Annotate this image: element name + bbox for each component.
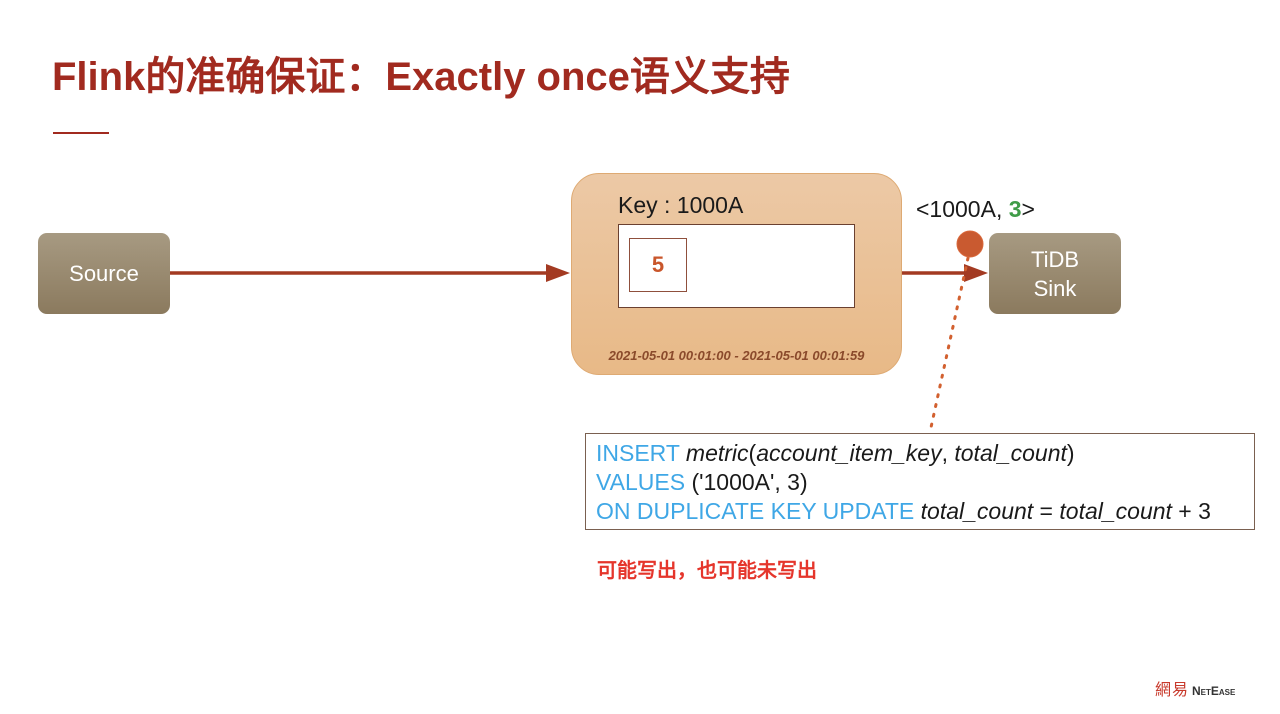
logo-cn: 網易 (1155, 682, 1190, 699)
sql-statement-box: INSERT metric(account_item_key, total_co… (585, 433, 1255, 530)
sql-keyword-insert: INSERT (596, 440, 680, 466)
tidb-sink-node: TiDB Sink (989, 233, 1121, 314)
arrow-right-icon (546, 264, 570, 282)
sql-separator: , (941, 440, 955, 466)
emitted-record: <1000A, 3> (916, 196, 1035, 223)
logo-en: NetEase (1192, 684, 1236, 698)
sql-values-tuple: ('1000A', 3) (685, 469, 808, 495)
sink-label-line2: Sink (1033, 275, 1077, 301)
sql-col-total-count: total_count (954, 440, 1067, 466)
source-label: Source (69, 261, 139, 286)
source-node: Source (38, 233, 170, 314)
sql-line-on-duplicate: ON DUPLICATE KEY UPDATE total_count = to… (596, 497, 1254, 526)
arrow-right-icon (964, 264, 988, 282)
write-uncertainty-note: 可能写出，也可能未写出 (597, 560, 817, 582)
sql-keyword-values: VALUES (596, 469, 686, 495)
record-prefix: <1000A, (916, 196, 1009, 222)
slide-title: Flink的准确保证：Exactly once语义支持 (52, 55, 790, 99)
record-suffix: > (1021, 196, 1035, 222)
sql-update-lhs: total_count (920, 498, 1034, 524)
sql-keyword-on-duplicate: ON DUPLICATE KEY UPDATE (596, 498, 915, 524)
window-count-value: 5 (651, 252, 665, 277)
sink-label-line1: TiDB (1030, 246, 1080, 272)
sql-table-name: metric (685, 440, 749, 466)
sql-line-values: VALUES ('1000A', 3) (596, 468, 1254, 497)
record-count: 3 (1008, 196, 1022, 222)
sql-update-rhs: total_count (1059, 498, 1172, 524)
title-underline (53, 132, 109, 134)
sql-line-insert: INSERT metric(account_item_key, total_co… (596, 439, 1254, 468)
window-key-label: Key : 1000A (618, 192, 744, 218)
window-count-cell: 5 (629, 238, 687, 292)
write-point-marker-icon (956, 230, 984, 258)
sql-update-op: = (1033, 498, 1060, 524)
dotted-leader-line (928, 256, 970, 434)
sql-update-tail: + 3 (1171, 498, 1211, 524)
sql-paren-close: ) (1066, 440, 1075, 466)
sql-paren-open: ( (748, 440, 757, 466)
window-time-range: 2021-05-01 00:01:00 - 2021-05-01 00:01:5… (608, 348, 865, 363)
sql-col-account-item-key: account_item_key (756, 440, 942, 466)
